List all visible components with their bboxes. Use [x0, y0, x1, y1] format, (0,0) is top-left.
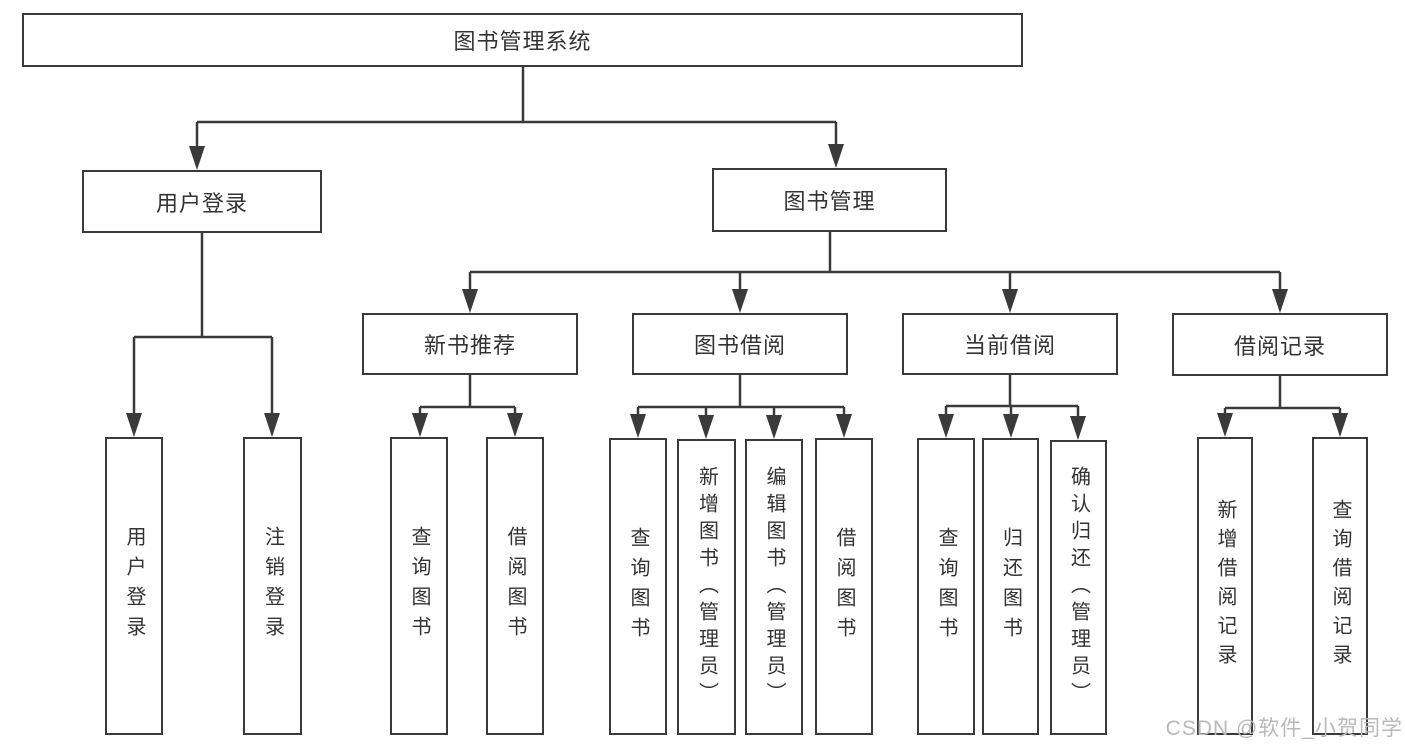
node-book-borrow: 图书借阅: [632, 313, 848, 375]
leaf-confirm-return-admin: 确认归还（管理员）: [1050, 440, 1107, 735]
leaf-add-borrow-record-label: 新增借阅记录: [1214, 499, 1236, 673]
leaf-query-books-2: 查询图书: [609, 438, 667, 735]
node-book-management: 图书管理: [712, 168, 947, 232]
leaf-borrow-books-2: 借阅图书: [815, 438, 873, 735]
leaf-confirm-return-admin-label: 确认归还（管理员）: [1067, 466, 1090, 709]
node-user-login: 用户登录: [82, 170, 322, 233]
leaf-logout-label: 注销登录: [261, 526, 284, 646]
leaf-query-books-2-label: 查询图书: [627, 526, 649, 647]
leaf-return-book-label: 归还图书: [999, 526, 1022, 647]
leaf-edit-book-admin: 编辑图书（管理员）: [745, 439, 803, 735]
edge-root-to-level2: [189, 67, 844, 170]
leaf-borrow-books-1-label: 借阅图书: [504, 526, 526, 646]
leaf-query-borrow-record-label: 查询借阅记录: [1329, 499, 1351, 673]
leaf-edit-book-admin-label: 编辑图书（管理员）: [763, 465, 785, 709]
leaf-query-books-1: 查询图书: [390, 437, 448, 735]
leaf-query-borrow-record: 查询借阅记录: [1312, 437, 1368, 735]
leaf-add-book-admin: 新增图书（管理员）: [677, 439, 736, 735]
edge-current-borrow-children: [938, 375, 1086, 440]
leaf-add-book-admin-label: 新增图书（管理员）: [695, 465, 718, 709]
edge-new-book-children: [412, 375, 523, 437]
edge-user-login-children: [126, 233, 280, 437]
leaf-logout: 注销登录: [243, 437, 302, 735]
watermark: CSDN @软件_小贺同学: [1165, 717, 1403, 740]
leaf-query-books-3: 查询图书: [917, 438, 975, 735]
leaf-add-borrow-record: 新增借阅记录: [1197, 437, 1253, 735]
edge-book-borrow-children: [630, 375, 852, 439]
leaf-return-book: 归还图书: [982, 438, 1039, 735]
leaf-user-login-label: 用户登录: [123, 526, 145, 646]
node-borrow-records: 借阅记录: [1172, 313, 1388, 376]
leaf-query-books-3-label: 查询图书: [935, 526, 957, 647]
leaf-borrow-books-2-label: 借阅图书: [833, 526, 855, 647]
node-library-system: 图书管理系统: [22, 13, 1023, 67]
node-new-book-recommend: 新书推荐: [362, 313, 578, 375]
leaf-query-books-1-label: 查询图书: [408, 526, 430, 646]
leaf-borrow-books-1: 借阅图书: [486, 437, 544, 735]
edge-book-management-children: [462, 232, 1288, 313]
node-current-borrow: 当前借阅: [902, 313, 1118, 375]
edge-borrow-records-children: [1217, 375, 1348, 437]
leaf-user-login: 用户登录: [105, 437, 163, 735]
